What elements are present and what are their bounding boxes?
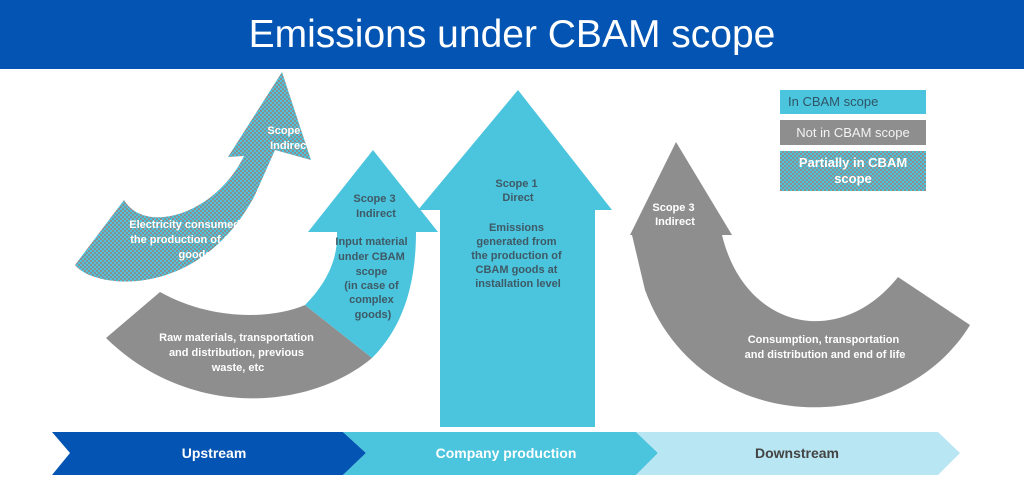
legend-partial-scope-label-line1: Partially in CBAM: [798, 155, 908, 170]
legend-not-in-scope: Not in CBAM scope: [780, 120, 926, 145]
scope2-arrow: [75, 72, 311, 282]
scope1-title: Scope 1 Direct: [495, 178, 540, 204]
legend-in-scope-label: In CBAM scope: [788, 94, 879, 109]
legend-partial-swatch: [780, 151, 926, 191]
scope3-downstream-arrow: [630, 142, 970, 408]
page-title: Emissions under CBAM scope: [248, 13, 776, 56]
scope3-downstream-title: Scope 3 Indirect: [652, 202, 697, 228]
header-banner: Emissions under CBAM scope: [0, 0, 1024, 69]
value-chain-downstream-label: Downstream: [755, 445, 839, 461]
legend-partial-scope-label-line2: scope: [834, 171, 872, 186]
value-chain-upstream-label: Upstream: [182, 445, 247, 461]
scope3-upstream-input-arrow: [305, 150, 438, 358]
scope3-upstream-raw-arrow: [106, 292, 372, 399]
scope3-upstream-raw-body: Raw materials, transportation and distri…: [159, 332, 317, 374]
value-chain-company-production-label: Company production: [436, 445, 577, 461]
legend-in-scope: In CBAM scope: [780, 90, 926, 114]
chevron-upstream: [52, 432, 366, 475]
chevron-company-production: [343, 432, 658, 475]
scope1-body: Emissions generated from the production …: [471, 222, 565, 290]
scope2-title: Scope 2 Indirect: [267, 125, 312, 152]
legend-not-in-scope-label: Not in CBAM scope: [796, 125, 910, 140]
scope3-downstream-body: Consumption, transportation and distribu…: [745, 334, 906, 361]
scope3-upstream-title: Scope 3 Indirect: [353, 193, 398, 220]
legend-partial-scope: Partially in CBAM scope: [780, 151, 926, 191]
scope2-body: Electricity consumed for the production …: [129, 219, 260, 261]
scope1-arrow: [418, 90, 612, 427]
scope3-upstream-input-body: Input material under CBAM scope (in case…: [335, 236, 410, 321]
chevron-downstream: [636, 432, 960, 475]
